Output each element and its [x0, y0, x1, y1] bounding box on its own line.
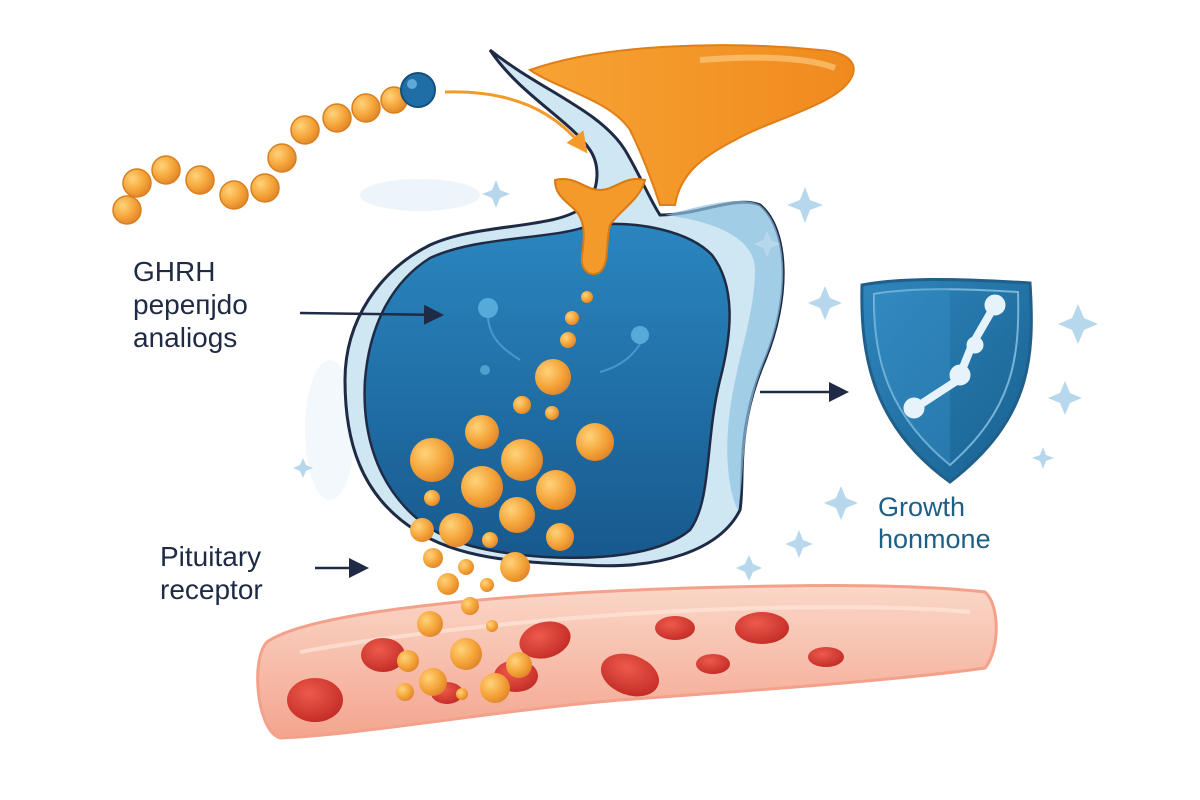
granule-icon — [536, 470, 576, 510]
pituitary-stalk — [527, 44, 855, 206]
ghrh-label-line2: pepeпjdo — [133, 289, 248, 321]
granule-icon — [458, 559, 474, 575]
sparkle-icon — [787, 187, 823, 223]
granule-icon — [560, 332, 576, 348]
granule-icon — [410, 518, 434, 542]
sparkle-icon — [785, 530, 813, 558]
granule-icon — [500, 552, 530, 582]
arrow-icon — [299, 304, 444, 325]
granule-icon — [501, 439, 543, 481]
granule-icon — [410, 438, 454, 482]
sparkle-icon — [293, 458, 313, 478]
granule-icon — [581, 291, 593, 303]
growth-hormone-label: Growth honmone — [878, 492, 991, 556]
ghrh-label-line3: analiogs — [133, 322, 238, 354]
sparkle-icon — [736, 555, 762, 581]
gh-label-line2: honmone — [878, 523, 991, 554]
sparkles — [293, 180, 1098, 581]
hormone-granules — [396, 291, 614, 703]
connector-arrows — [299, 304, 849, 578]
background-washes — [305, 179, 480, 500]
granule-icon — [437, 573, 459, 595]
granule-icon — [423, 548, 443, 568]
ghrh-label-line1: GHRH — [133, 256, 216, 287]
shield-icon — [860, 277, 1033, 484]
sparkle-icon — [824, 486, 858, 520]
granule-icon — [419, 668, 447, 696]
granule-icon — [417, 611, 443, 637]
blood-cell-icon — [735, 612, 789, 644]
binding-arrow-icon — [444, 90, 588, 154]
sparkle-icon — [1058, 304, 1098, 344]
granule-icon — [396, 683, 414, 701]
molecule-mark — [903, 294, 1006, 419]
pituitary-label-line2: receptor — [160, 574, 263, 606]
peptide-chain-icon — [112, 72, 436, 225]
granule-icon — [513, 396, 531, 414]
granule-icon — [461, 466, 503, 508]
granule-icon — [546, 523, 574, 551]
blood-cell-icon — [808, 647, 844, 667]
blood-cell-icon — [361, 638, 405, 672]
granule-icon — [424, 490, 440, 506]
sparkle-icon — [482, 180, 510, 208]
granule-icon — [499, 497, 535, 533]
granule-icon — [480, 578, 494, 592]
ghrh-peptide-label: GHRH pepeпjdo analiogs — [133, 255, 248, 354]
sparkle-icon — [808, 286, 842, 320]
granule-icon — [456, 688, 468, 700]
granule-icon — [486, 620, 498, 632]
sparkle-icon — [1032, 447, 1054, 469]
granule-icon — [397, 650, 419, 672]
granule-icon — [461, 597, 479, 615]
granule-icon — [545, 406, 559, 420]
pituitary-receptor-label: Pituitary receptor — [160, 540, 263, 606]
granule-icon — [576, 423, 614, 461]
receptor-binding-site — [553, 177, 647, 275]
granule-icon — [450, 638, 482, 670]
granule-icon — [465, 415, 499, 449]
blood-cell-icon — [696, 654, 730, 674]
granule-icon — [482, 532, 498, 548]
sparkle-icon — [754, 231, 780, 257]
blood-cell-icon — [600, 653, 660, 697]
granule-icon — [439, 513, 473, 547]
granule-icon — [565, 311, 579, 325]
gh-label-line1: Growth — [878, 492, 966, 522]
blood-cell-icon — [519, 621, 571, 659]
granule-icon — [535, 359, 571, 395]
pituitary-label-line1: Pituitary — [160, 541, 262, 572]
granule-icon — [480, 673, 510, 703]
granule-icon — [506, 652, 532, 678]
sparkle-icon — [1048, 381, 1082, 415]
blood-cell-icon — [655, 616, 695, 640]
blood-cell-icon — [287, 678, 343, 722]
